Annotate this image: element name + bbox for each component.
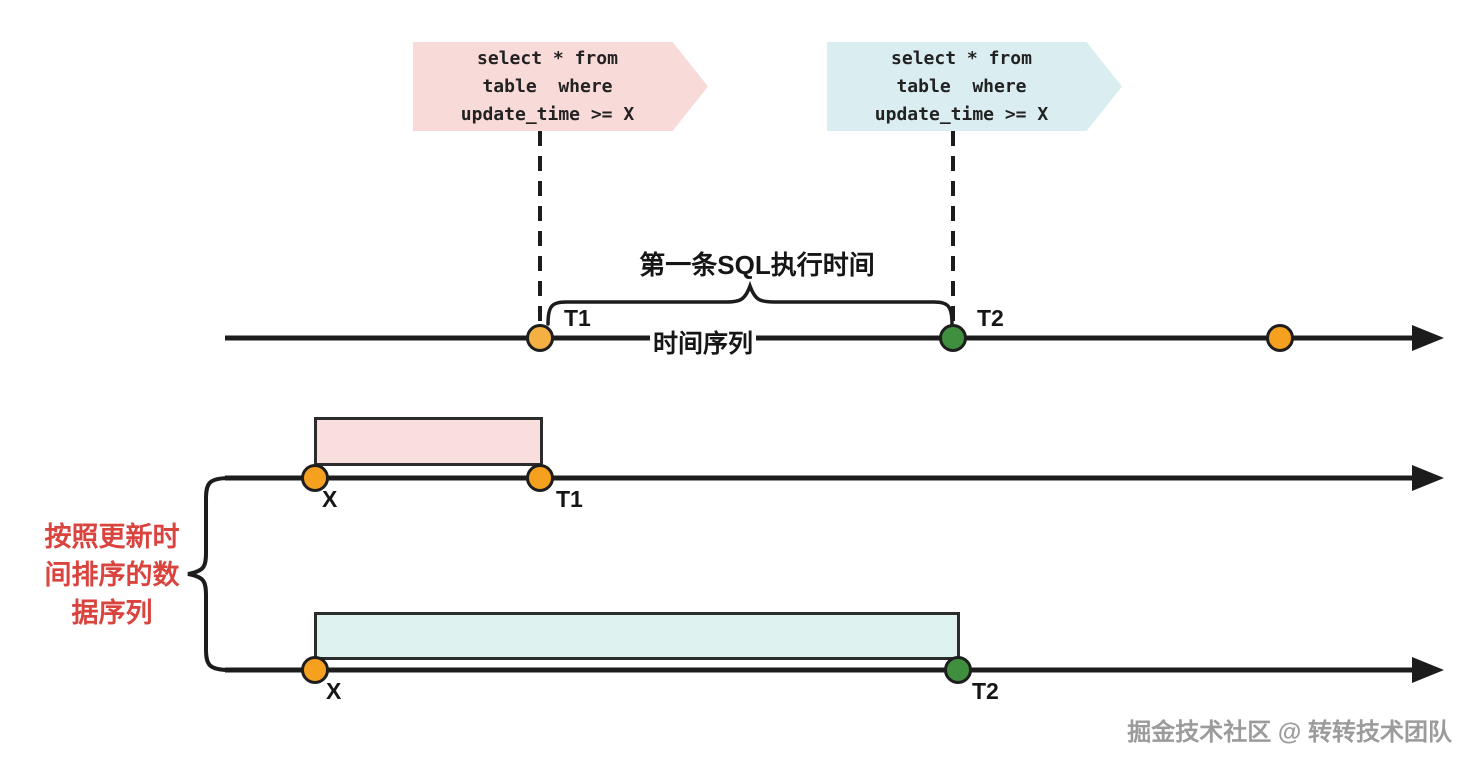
t2-point-timeline3 <box>944 656 972 684</box>
sql-line: table where <box>482 75 613 97</box>
future-point-timeline1 <box>1266 324 1294 352</box>
t1-label-timeline1: T1 <box>564 305 591 331</box>
sql-callout-first: select * from table where update_time >=… <box>413 42 708 131</box>
x-point-timeline2 <box>301 464 329 492</box>
sql-duration-brace <box>546 280 954 326</box>
sql-line: select * from <box>477 47 618 69</box>
data-series-annotation: 按照更新时 间排序的数 据序列 <box>22 518 202 632</box>
x-label-timeline2: X <box>322 486 338 512</box>
data-series-brace <box>187 476 232 672</box>
sql-line: select * from <box>891 47 1032 69</box>
timeline-1-arrowhead-icon <box>1412 325 1444 351</box>
t2-label-timeline3: T2 <box>972 678 999 704</box>
sql-line: update_time >= X <box>460 103 635 125</box>
timeline-2-arrowhead-icon <box>1412 465 1444 491</box>
sql-callout-second: select * from table where update_time >=… <box>827 42 1122 131</box>
t1-point-timeline2 <box>526 464 554 492</box>
t1-label-timeline2: T1 <box>556 486 583 512</box>
t2-point-timeline1 <box>939 324 967 352</box>
annotation-line: 按照更新时 <box>44 522 180 552</box>
sql-duration-label: 第一条SQL执行时间 <box>639 250 875 280</box>
watermark-text: 掘金技术社区 @ 转转技术团队 <box>1127 719 1452 746</box>
sql-line: table where <box>896 75 1027 97</box>
t2-label-timeline1: T2 <box>977 305 1004 331</box>
timeline-axis-label: 时间序列 <box>650 324 757 360</box>
first-sql-data-range <box>314 417 543 466</box>
timeline-3-arrowhead-icon <box>1412 657 1444 683</box>
t1-point-timeline1 <box>526 324 554 352</box>
second-sql-data-range <box>314 612 960 660</box>
annotation-line: 据序列 <box>71 598 153 628</box>
x-label-timeline3: X <box>326 678 342 704</box>
sql-line: update_time >= X <box>874 103 1049 125</box>
x-point-timeline3 <box>301 656 329 684</box>
annotation-line: 间排序的数 <box>44 560 180 590</box>
